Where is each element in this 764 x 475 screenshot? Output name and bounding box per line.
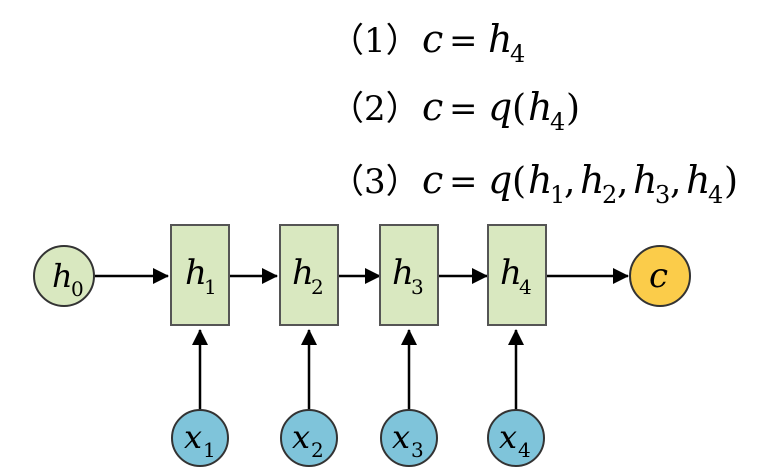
hidden-state-2-label: h — [292, 253, 314, 293]
hidden-state-3-sub: 3 — [411, 275, 424, 299]
formula-3-arg-4: h — [686, 158, 710, 202]
formula-3-arg-3-sub: 3 — [655, 181, 670, 209]
formula-2-number: （2） — [330, 89, 420, 129]
initial-state-node: h 0 — [33, 245, 95, 307]
formula-3-equals: = — [449, 162, 478, 202]
output-label: c — [649, 256, 668, 296]
initial-state-circle — [33, 245, 95, 307]
formula-1-lhs: c — [422, 17, 443, 61]
formula-3-sep-3: , — [670, 161, 681, 202]
input-node-1: x 1 — [171, 409, 229, 467]
input-1-sub: 1 — [203, 438, 216, 462]
input-3-sub: 3 — [411, 438, 424, 462]
formula-2: （2） c = q ( h 4 ) — [330, 85, 580, 136]
hidden-state-1-box — [170, 224, 230, 326]
formula-3-number: （3） — [330, 162, 420, 202]
formula-2-close-paren: ) — [566, 88, 580, 129]
output-circle — [629, 245, 691, 307]
formula-1-rhs: h — [488, 17, 512, 61]
formula-2-func: q — [488, 85, 512, 129]
input-1-label: x — [184, 418, 202, 456]
formula-1: （1） c = h 4 — [330, 17, 525, 68]
input-3-circle — [380, 409, 438, 467]
hidden-state-4: h 4 — [487, 224, 547, 326]
formula-1-rhs-sub: 4 — [510, 40, 525, 68]
input-node-2: x 2 — [280, 409, 338, 467]
formula-2-open-paren: ( — [512, 88, 526, 129]
formula-3-arg-1: h — [528, 158, 552, 202]
formula-3-arg-2-sub: 2 — [602, 181, 617, 209]
formula-2-arg: h — [528, 85, 552, 129]
initial-state-sub: 0 — [71, 277, 84, 301]
formula-3-arg-2: h — [580, 158, 604, 202]
input-4-sub: 4 — [518, 438, 531, 462]
formula-3-arg-3: h — [633, 158, 657, 202]
formula-1-equals: = — [449, 21, 478, 61]
formula-3-arg-4-sub: 4 — [708, 181, 723, 209]
hidden-state-4-label: h — [500, 253, 522, 293]
hidden-state-4-box — [487, 224, 547, 326]
formula-3-arg-1-sub: 1 — [550, 181, 565, 209]
hidden-state-1-sub: 1 — [204, 275, 217, 299]
hidden-state-2-sub: 2 — [311, 275, 324, 299]
formula-2-arg-sub: 4 — [550, 108, 565, 136]
initial-state-label: h — [52, 257, 73, 295]
input-2-sub: 2 — [311, 438, 324, 462]
formula-3-open-paren: ( — [512, 161, 526, 202]
formula-1-number: （1） — [330, 21, 420, 61]
hidden-state-2-box — [279, 224, 339, 326]
formula-3: （3） c = q ( h 1 , h 2 , h 3 , h 4 ) — [330, 158, 738, 209]
input-4-circle — [487, 409, 545, 467]
input-2-circle — [280, 409, 338, 467]
hidden-state-4-sub: 4 — [519, 275, 532, 299]
hidden-state-1: h 1 — [170, 224, 230, 326]
vertical-arrows — [192, 329, 524, 410]
input-4-label: x — [499, 418, 517, 456]
hidden-state-3: h 3 — [379, 224, 439, 326]
hidden-state-3-label: h — [392, 253, 414, 293]
input-2-label: x — [292, 418, 310, 456]
formula-3-lhs: c — [422, 158, 443, 202]
formula-3-sep-2: , — [617, 161, 628, 202]
output-node: c — [629, 245, 691, 307]
formula-3-close-paren: ) — [724, 161, 738, 202]
formula-3-func: q — [488, 158, 512, 202]
input-node-3: x 3 — [380, 409, 438, 467]
formula-2-lhs: c — [422, 85, 443, 129]
hidden-state-2: h 2 — [279, 224, 339, 326]
formula-3-sep-1: , — [564, 161, 575, 202]
formula-2-equals: = — [449, 89, 478, 129]
input-node-4: x 4 — [487, 409, 545, 467]
input-3-label: x — [392, 418, 410, 456]
hidden-state-1-label: h — [185, 253, 207, 293]
input-1-circle — [171, 409, 229, 467]
hidden-state-3-box — [379, 224, 439, 326]
